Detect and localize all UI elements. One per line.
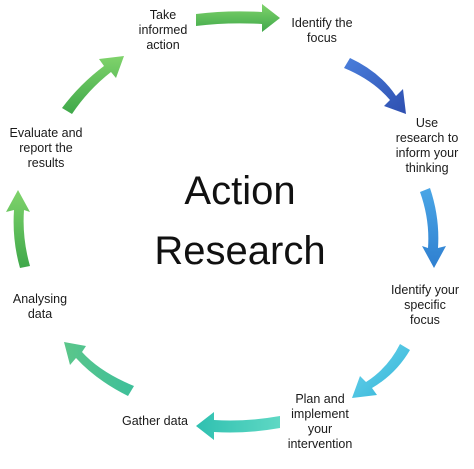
center-title-line2: Research (154, 229, 326, 273)
center-title: Action Research (130, 168, 350, 274)
center-title-line1: Action (184, 169, 296, 213)
arrow-bottom-right (352, 344, 410, 398)
stage-gather-data: Gather data (121, 414, 188, 428)
stage-identify-specific-focus: Identify your specific focus (390, 283, 460, 327)
stage-analysing-data: Analysing data (12, 292, 68, 321)
arrow-top-left (62, 56, 124, 114)
arrow-left (6, 190, 30, 268)
arrow-right (420, 188, 446, 268)
stage-take-informed-action: Take informed action (138, 8, 188, 52)
arrow-bottom (196, 412, 280, 440)
stage-identify-the-focus: Identify the focus (291, 16, 353, 45)
arrow-bottom-left (64, 342, 134, 396)
arrow-top-right (344, 58, 406, 114)
stage-plan-and-implement: Plan and implement your intervention (287, 392, 353, 451)
arrow-top (196, 4, 280, 32)
stage-evaluate-and-report: Evaluate and report the results (9, 126, 83, 170)
stage-use-research: Use research to inform your thinking (395, 116, 459, 175)
